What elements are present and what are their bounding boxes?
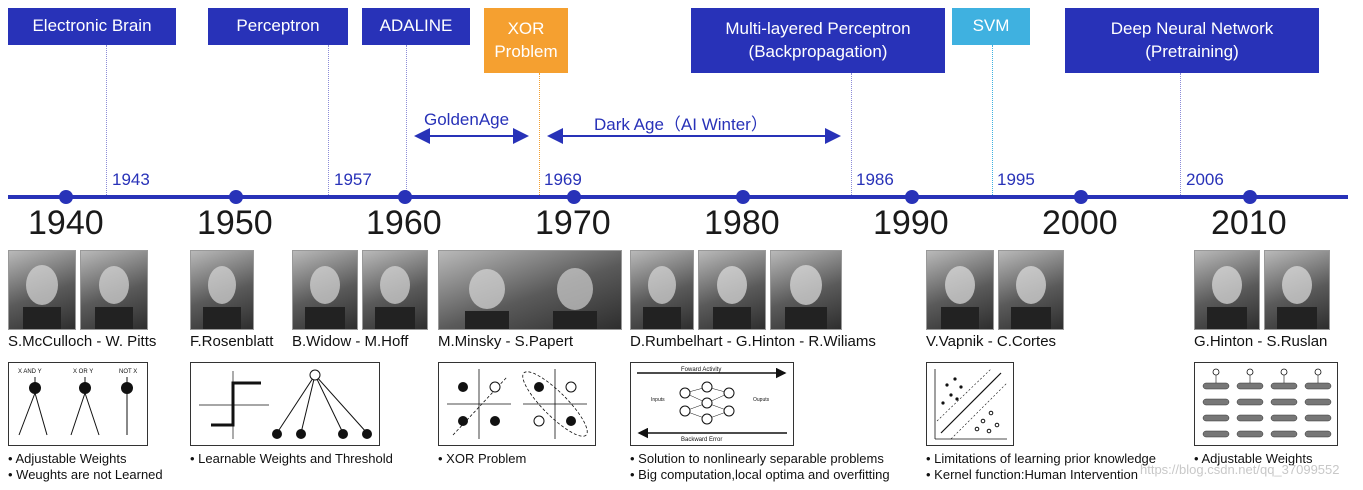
box-adaline: ADALINE [362, 8, 470, 45]
connector-1943 [106, 45, 107, 197]
figure-deep-network [1194, 362, 1338, 446]
box-label: ADALINE [379, 16, 453, 36]
year-1969: 1969 [544, 170, 582, 189]
figure-svm [926, 362, 1014, 446]
figure-backpropagation: Foward Activity Backward Error Inputs Ou… [630, 362, 794, 446]
portrait-photo [438, 250, 622, 330]
portrait-photo [8, 250, 76, 330]
decade-dot [59, 190, 73, 204]
portrait-photo [698, 250, 766, 330]
decade-dot [736, 190, 750, 204]
decade-dot [398, 190, 412, 204]
bullet-backprop-1: • Solution to nonlinearly separable prob… [630, 451, 884, 466]
names-hinton-ruslan: G.Hinton - S.Ruslan [1194, 333, 1328, 350]
names-minsky-papert: M.Minsky - S.Papert [438, 333, 574, 350]
bullet-svm-2: • Kernel function:Human Intervention [926, 467, 1138, 482]
bullet-svm-1: • Limitations of learning prior knowledg… [926, 451, 1157, 466]
connector-1995 [992, 45, 993, 197]
box-svm: SVM [952, 8, 1030, 45]
bullet-rosenblatt-1: • Learnable Weights and Threshold [190, 451, 393, 466]
figure-xor [438, 362, 596, 446]
figure-perceptron [190, 362, 380, 446]
decade-2000: 2000 [1042, 204, 1118, 242]
connector-1960 [406, 45, 407, 197]
portrait-photo [1194, 250, 1260, 330]
bp-inputs-label: Inputs [651, 397, 665, 403]
box-deep-neural-network: Deep Neural Network (Pretraining) [1065, 8, 1319, 73]
portrait-photo [292, 250, 358, 330]
bullet-minsky-1: • XOR Problem [438, 451, 527, 466]
bullet-backprop-2: • Big computation,local optima and overf… [630, 467, 890, 482]
year-1943: 1943 [112, 170, 150, 189]
box-label: XOR Problem [494, 18, 558, 61]
figure-logic-neurons: X AND Y X OR Y NOT X [8, 362, 148, 446]
logic-label: NOT X [119, 369, 137, 375]
decade-dot [229, 190, 243, 204]
box-label: Electronic Brain [32, 16, 152, 36]
portrait-photo [190, 250, 254, 330]
box-label: Deep Neural Network (Pretraining) [1110, 18, 1274, 61]
bullet-mcculloch-1: • Adjustable Weights [8, 451, 127, 466]
box-multilayer-perceptron: Multi-layered Perceptron (Backpropagatio… [691, 8, 945, 73]
decade-1940: 1940 [28, 204, 104, 242]
box-electronic-brain: Electronic Brain [8, 8, 176, 45]
names-widow-hoff: B.Widow - M.Hoff [292, 333, 409, 350]
box-xor-problem: XOR Problem [484, 8, 568, 73]
portrait-photo [362, 250, 428, 330]
year-1995: 1995 [997, 170, 1035, 189]
decade-dot [905, 190, 919, 204]
logic-label: X AND Y [18, 369, 42, 375]
bp-outputs-label: Ouputs [753, 397, 770, 403]
watermark: https://blog.csdn.net/qq_37099552 [1140, 462, 1340, 477]
decade-dot [567, 190, 581, 204]
box-label: Multi-layered Perceptron (Backpropagatio… [725, 18, 911, 61]
box-label: SVM [972, 16, 1010, 36]
bullet-dnn-1: • Adjustable Weights [1194, 451, 1313, 466]
portrait-photo [1264, 250, 1330, 330]
decade-dot [1074, 190, 1088, 204]
bullet-mcculloch-2: • Weughts are not Learned [8, 467, 163, 482]
box-label: Perceptron [236, 16, 320, 36]
names-rumelhart-hinton-williams: D.Rumbelhart - G.Hinton - R.Wiliams [630, 333, 876, 350]
connector-1969 [539, 73, 540, 197]
box-perceptron: Perceptron [208, 8, 348, 45]
era-golden-age-label: GoldenAge [424, 110, 510, 129]
bp-forward-label: Foward Activity [681, 367, 721, 373]
year-1957: 1957 [334, 170, 372, 189]
connector-2006 [1180, 73, 1181, 197]
year-2006: 2006 [1186, 170, 1224, 189]
portrait-photo [770, 250, 842, 330]
decade-1960: 1960 [366, 204, 442, 242]
decade-1950: 1950 [197, 204, 273, 242]
bp-backward-label: Backward Error [681, 437, 722, 443]
decade-2010: 2010 [1211, 204, 1287, 242]
portrait-photo [630, 250, 694, 330]
portrait-photo [926, 250, 994, 330]
decade-1970: 1970 [535, 204, 611, 242]
names-mcculloch-pitts: S.McCulloch - W. Pitts [8, 333, 157, 350]
decade-dot [1243, 190, 1257, 204]
logic-label: X OR Y [73, 369, 93, 375]
connector-1986 [851, 73, 852, 197]
decade-1990: 1990 [873, 204, 949, 242]
names-rosenblatt: F.Rosenblatt [190, 333, 274, 350]
decade-1980: 1980 [704, 204, 780, 242]
year-1986: 1986 [856, 170, 894, 189]
names-vapnik-cortes: V.Vapnik - C.Cortes [926, 333, 1057, 350]
portrait-photo [80, 250, 148, 330]
connector-1957 [328, 45, 329, 197]
portrait-photo [998, 250, 1064, 330]
